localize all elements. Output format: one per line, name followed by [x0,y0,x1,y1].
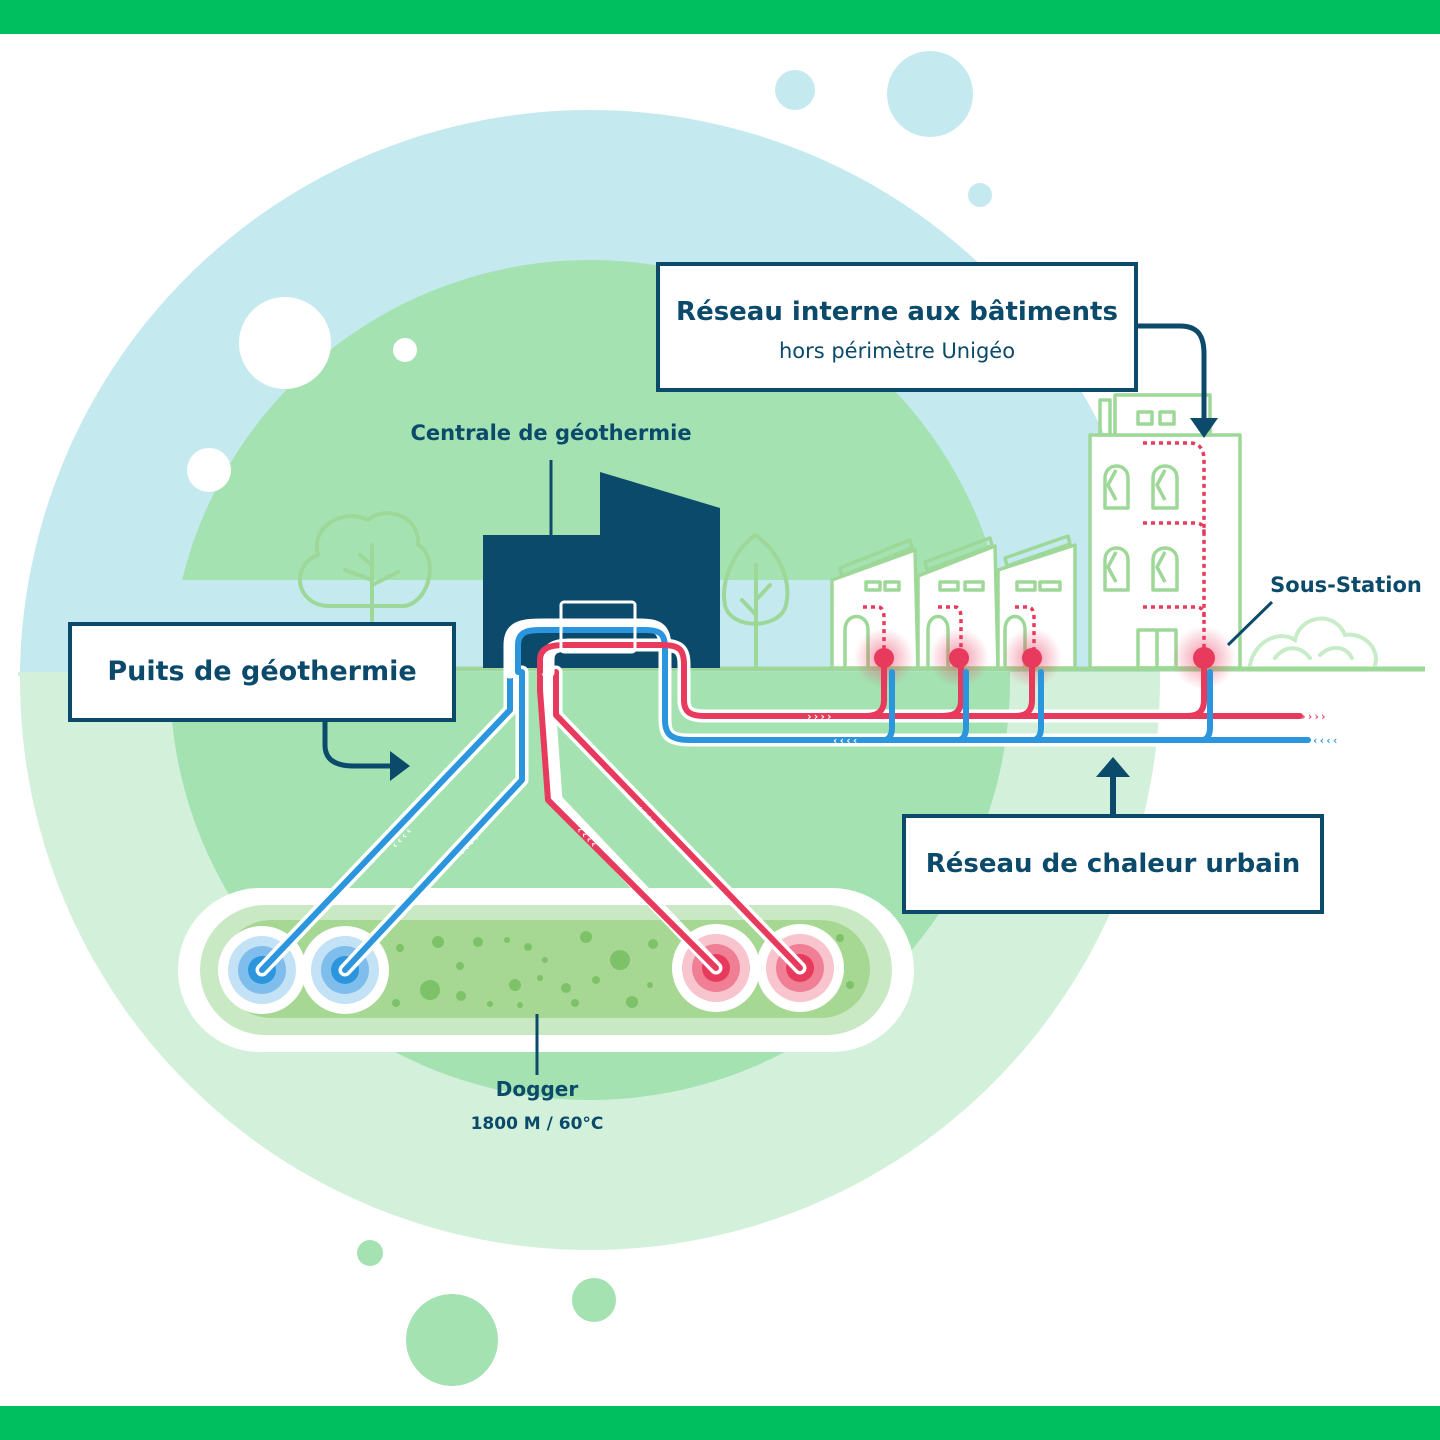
tree-icon [297,511,432,622]
plant-loops [503,618,1317,747]
internal-building-network [863,441,1206,650]
puits-label: Puits de géothermie [107,656,416,687]
network-flow-arrows: ›››› ‹‹‹‹ ›››› ‹‹‹‹ [806,710,1339,747]
reseau-interne-subtitle: hors périmètre Unigéo [779,339,1015,363]
svg-text:‹‹‹‹: ‹‹‹‹ [832,734,859,747]
svg-text:››››: ›››› [1300,710,1327,723]
well-pipes [255,665,807,977]
tree-icon [1248,616,1378,667]
dogger-label: Dogger [496,1077,579,1101]
svg-text:››››: ›››› [806,710,833,723]
svg-text:‹‹‹‹: ‹‹‹‹ [1312,734,1339,747]
substation-glows [854,626,1236,690]
centrale-label: Centrale de géothermie [410,421,691,445]
heat-exchanger-icon [559,600,637,654]
building-icon [1088,393,1242,670]
decorative-bubbles [357,51,992,1386]
reseau-chaleur-label: Réseau de chaleur urbain [926,849,1300,879]
network-branches [862,665,1213,743]
sous-station-callout: Sous-Station [1226,573,1422,647]
top-frame-bar [0,0,1440,34]
bottom-frame-bar [0,1406,1440,1440]
puits-callout: Puits de géothermie [68,622,456,781]
dogger-depth-temp: 1800 M / 60°C [471,1114,604,1134]
sous-station-label: Sous-Station [1270,573,1422,597]
reseau-interne-callout: Réseau interne aux bâtiments hors périmè… [656,262,1218,438]
dogger-callout: Dogger 1800 M / 60°C [471,1014,604,1134]
tree-icon [722,533,790,667]
reseau-interne-title: Réseau interne aux bâtiments [676,297,1118,327]
reseau-chaleur-callout: Réseau de chaleur urbain [902,757,1324,914]
